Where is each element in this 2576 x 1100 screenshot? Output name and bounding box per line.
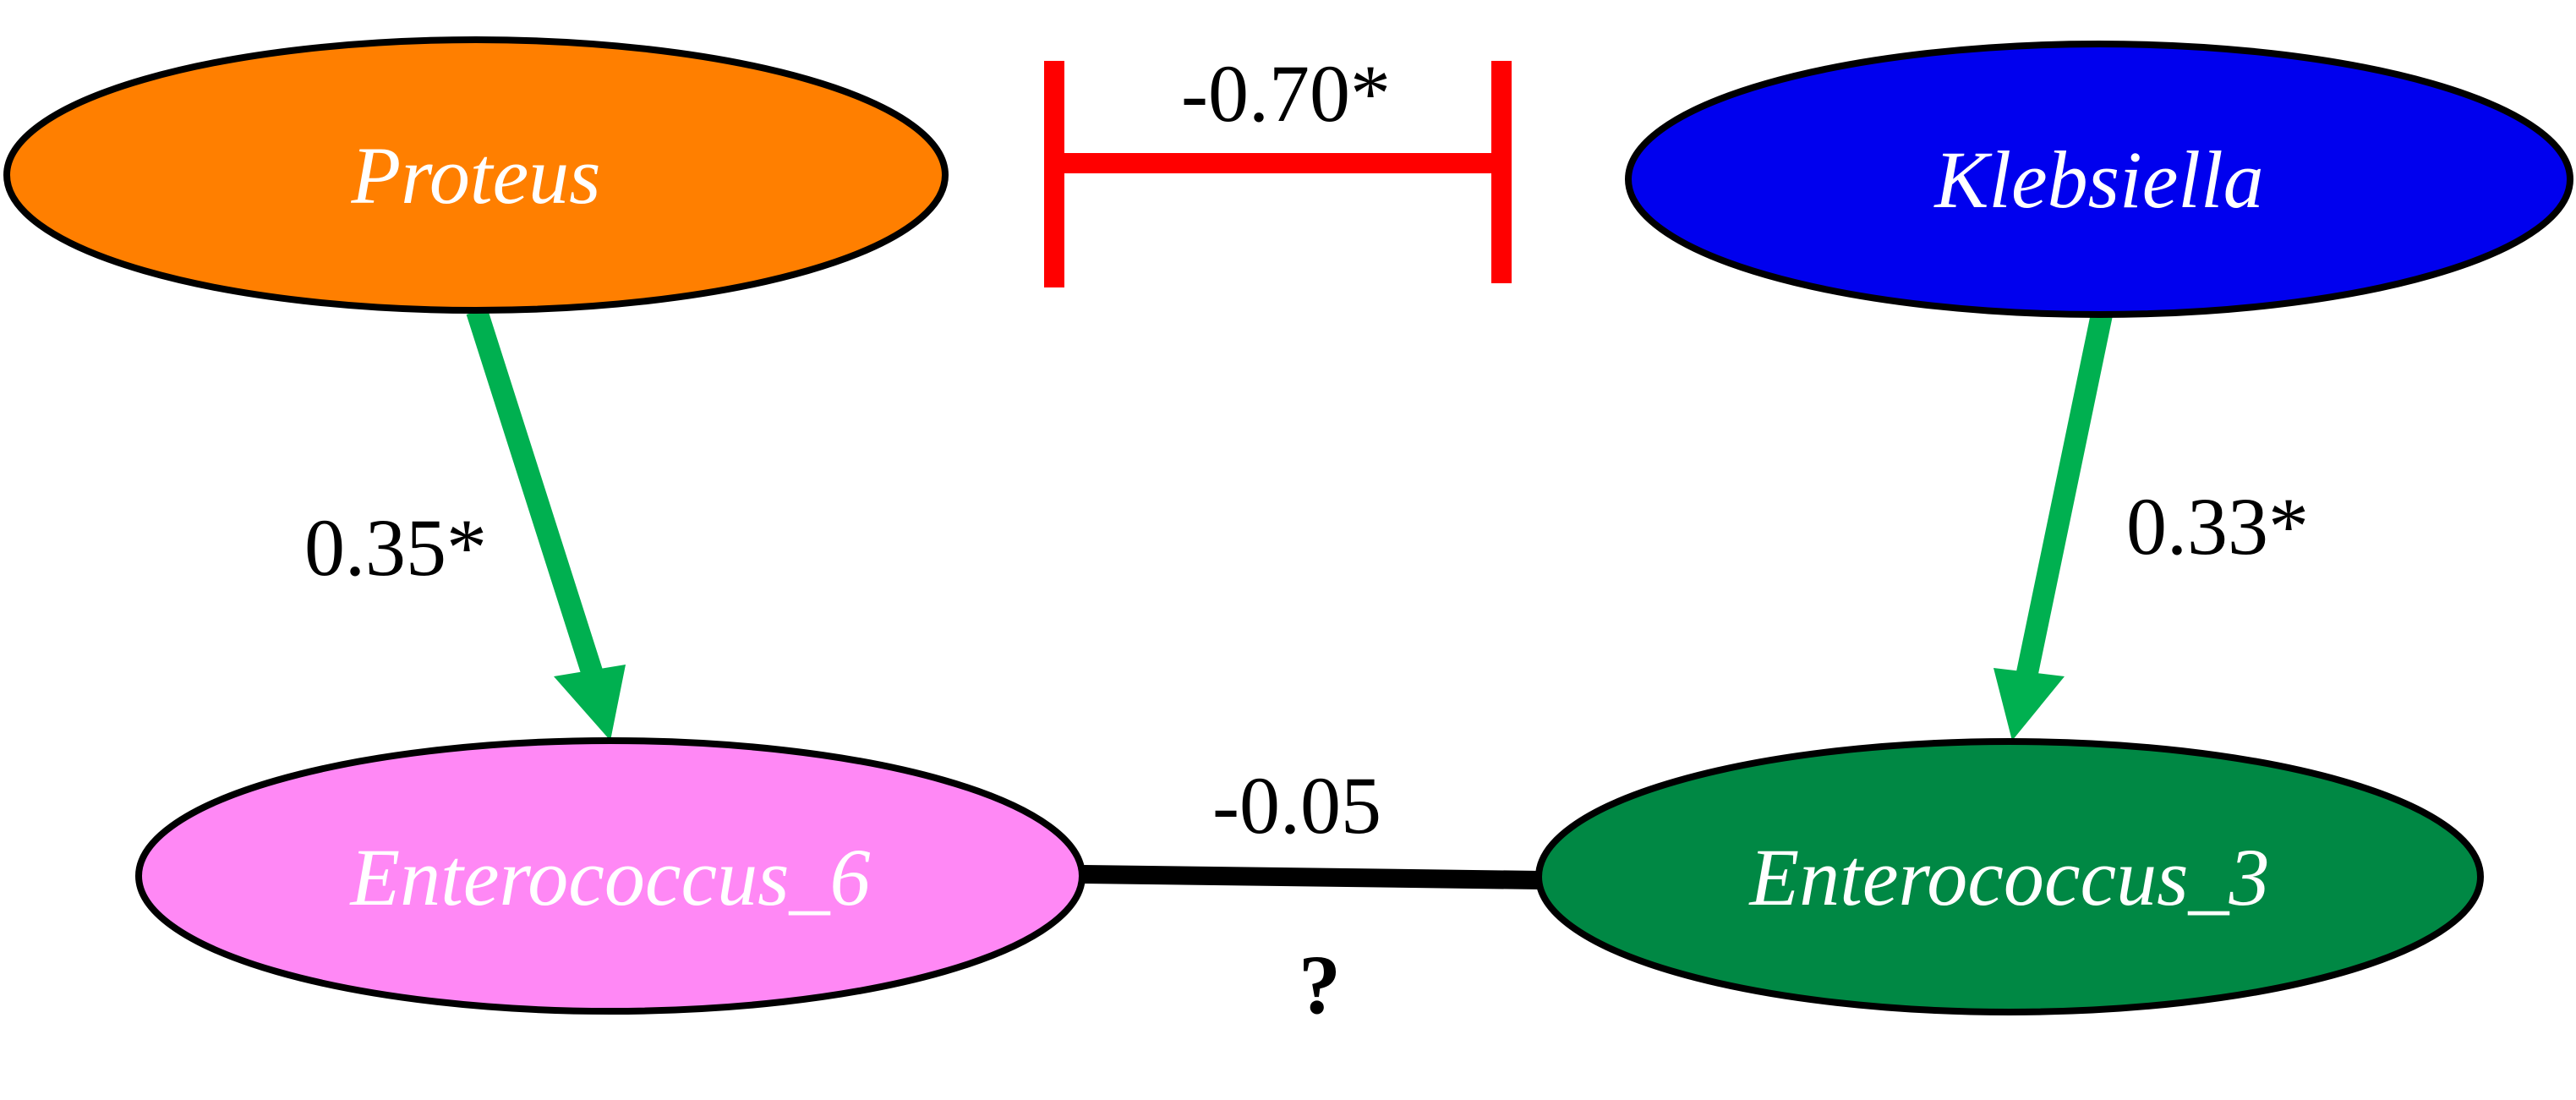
edge-klebsiella-to-enterococcus-3: 0.33* [1994,312,2309,741]
node-enterococcus-3-label: Enterococcus_3 [1748,832,2270,922]
node-proteus[interactable]: Proteus [3,36,949,314]
node-klebsiella-label: Klebsiella [1933,134,2263,225]
node-enterococcus-6-label: Enterococcus_6 [349,832,871,922]
node-enterococcus-6-shape [135,737,1086,1015]
arrow-shaft [466,308,607,688]
edge-label-minus-0-70: -0.70* [1181,48,1391,139]
edge-proteus-to-enterococcus-6: 0.35* [304,308,626,741]
node-enterococcus-3[interactable]: Enterococcus_3 [1535,738,2484,1015]
arrow-head [554,665,626,741]
edge-proteus-klebsiella-inhibition: -0.70* [1044,48,1512,287]
arrow-shaft [2014,312,2113,687]
edge-label-0-35: 0.35* [304,502,487,593]
edge-enterococcus-6-enterococcus-3: -0.05 ? [1083,760,1541,1032]
node-enterococcus-6[interactable]: Enterococcus_6 [135,737,1086,1015]
node-klebsiella-shape [1625,41,2573,318]
node-klebsiella[interactable]: Klebsiella [1625,41,2573,318]
node-proteus-shape [3,36,949,314]
association-line [1083,865,1541,889]
edge-label-0-33: 0.33* [2126,481,2309,572]
edge-uncertain-mark: ? [1299,938,1341,1032]
node-enterococcus-3-shape [1535,738,2484,1015]
edge-label-minus-0-05: -0.05 [1212,760,1381,851]
node-proteus-label: Proteus [350,130,600,221]
arrow-head [1994,668,2065,741]
